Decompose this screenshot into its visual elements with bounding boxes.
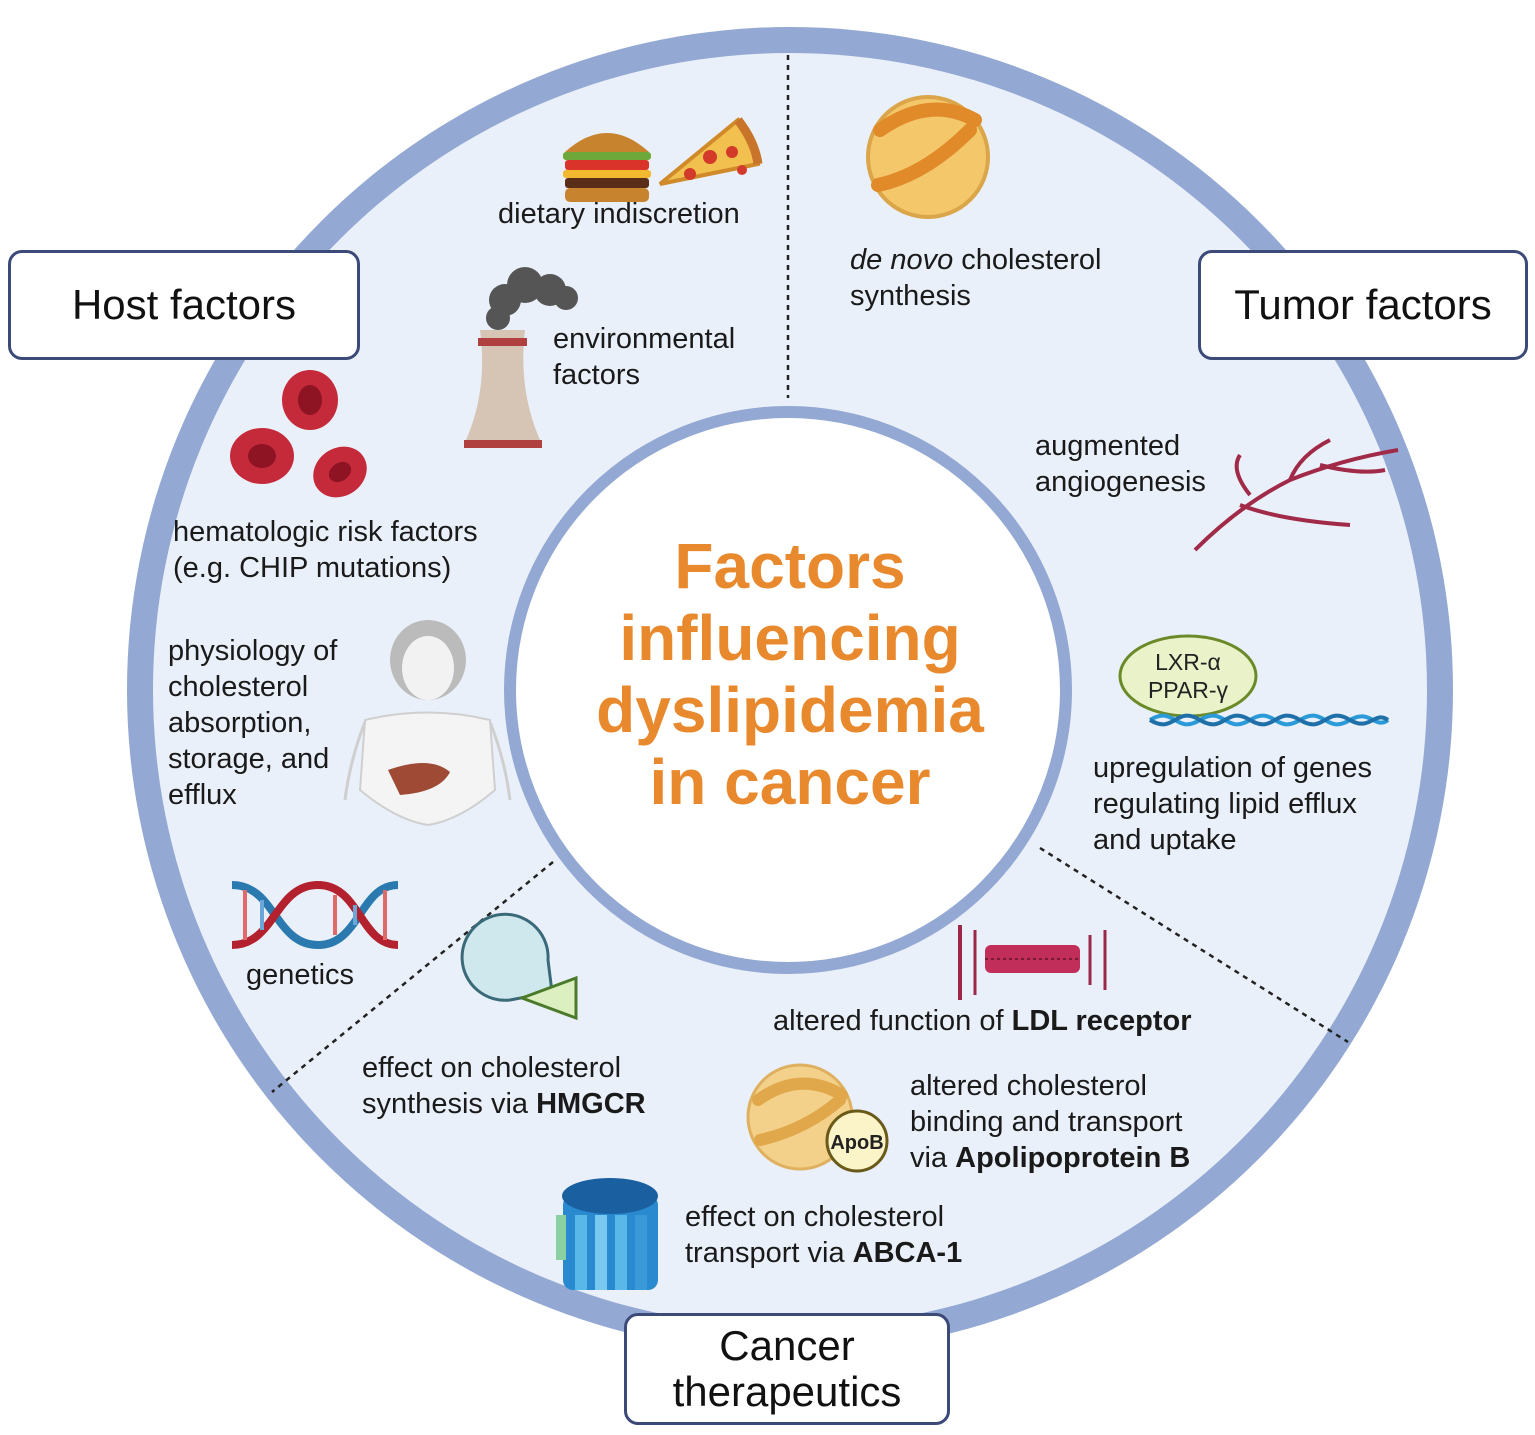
category-tumor-factors: Tumor factors: [1198, 250, 1528, 360]
label-receptors: LXR-α PPAR-γ: [1130, 648, 1246, 704]
human-body-liver-icon: [343, 620, 512, 827]
center-title-line-2: influencing: [619, 602, 961, 674]
abca-transporter-icon: [556, 1178, 658, 1290]
category-host-factors: Host factors: [8, 250, 360, 360]
label-hmgcr-2: synthesis via HMGCR: [362, 1086, 646, 1122]
dna-helix-icon: [231, 880, 399, 950]
enzyme-inhibitor-icon: [460, 912, 578, 1021]
center-circle: [504, 406, 1072, 974]
burger-icon: [563, 133, 651, 202]
label-genes-2: regulating lipid efflux: [1093, 788, 1357, 820]
blood-vessel-icon: [1193, 438, 1399, 552]
category-cancer-therapeutics: Cancer therapeutics: [624, 1313, 950, 1425]
label-apob-bold: Apolipoprotein B: [955, 1142, 1191, 1174]
label-ldl-text: altered function of: [773, 1005, 1012, 1037]
label-hmgcr: effect on cholesterol synthesis via HMGC…: [362, 1050, 646, 1122]
label-hmgcr-text: synthesis via: [362, 1088, 537, 1120]
label-genes: upregulation of genes regulating lipid e…: [1093, 750, 1372, 858]
apob-badge: ApoB: [830, 1132, 883, 1154]
factory-smokestack-icon: [464, 267, 578, 448]
therapeutics-line-1: Cancer: [719, 1322, 855, 1369]
label-environmental-2: factors: [553, 359, 641, 391]
divider-right: [1039, 846, 1349, 1044]
label-environmental: environmental factors: [553, 321, 735, 393]
label-environmental-1: environmental: [553, 323, 736, 355]
label-abca-text: transport via: [685, 1237, 853, 1269]
pizza-icon: [658, 117, 763, 186]
label-physiology-4: storage, and: [168, 743, 330, 775]
label-abca-bold: ABCA-1: [852, 1237, 963, 1269]
label-apob-1: altered cholesterol: [910, 1070, 1147, 1102]
label-ldl: altered function of LDL receptor: [773, 1003, 1192, 1039]
apob-lipoprotein-icon: [746, 1063, 889, 1173]
label-physiology: physiology of cholesterol absorption, st…: [168, 633, 337, 813]
label-receptor-lxr: LXR-α: [1155, 649, 1221, 675]
label-dietary: dietary indiscretion: [498, 198, 740, 230]
label-angiogenesis-1: augmented: [1035, 430, 1181, 462]
label-receptor-ppar: PPAR-γ: [1147, 677, 1229, 703]
label-apob-2: binding and transport: [910, 1106, 1183, 1138]
ldl-receptor-icon: [958, 925, 1107, 1000]
label-angiogenesis-2: angiogenesis: [1035, 466, 1206, 498]
label-physiology-1: physiology of: [168, 635, 338, 667]
therapeutics-line-2: therapeutics: [672, 1368, 902, 1415]
label-de-novo-2: synthesis: [850, 280, 971, 312]
divider-left: [271, 861, 554, 1093]
label-apob-text: via: [910, 1142, 956, 1174]
red-blood-cell-icon: [230, 370, 367, 498]
label-abca-1: effect on cholesterol: [685, 1201, 945, 1233]
label-genes-1: upregulation of genes: [1093, 752, 1372, 784]
center-title: Factors influencing dyslipidemia in canc…: [520, 530, 1060, 818]
label-de-novo-1: de novo cholesterol: [850, 242, 1102, 278]
center-title-line-1: Factors: [674, 530, 906, 602]
label-angiogenesis: augmented angiogenesis: [1035, 428, 1206, 500]
dna-helix-blue-icon: [1148, 713, 1390, 727]
label-de-novo-italic: de novo: [850, 244, 954, 276]
label-apob-3: via Apolipoprotein B: [910, 1140, 1190, 1176]
label-de-novo: de novo cholesterol synthesis: [850, 242, 1102, 314]
label-hematologic-1: hematologic risk factors: [173, 516, 478, 548]
label-physiology-5: efflux: [168, 779, 237, 811]
label-physiology-3: absorption,: [168, 707, 312, 739]
label-apob: altered cholesterol binding and transpor…: [910, 1068, 1190, 1176]
label-genes-3: and uptake: [1093, 824, 1237, 856]
lipoprotein-particle-icon: [866, 95, 990, 219]
label-abca-2: transport via ABCA-1: [685, 1235, 962, 1271]
label-hematologic-2: (e.g. CHIP mutations): [173, 552, 452, 584]
label-de-novo-rest: cholesterol: [953, 244, 1102, 276]
center-title-line-4: in cancer: [649, 746, 931, 818]
label-hematologic: hematologic risk factors (e.g. CHIP muta…: [173, 514, 478, 586]
label-genetics: genetics: [246, 959, 355, 991]
label-hmgcr-bold: HMGCR: [536, 1088, 646, 1120]
center-title-line-3: dyslipidemia: [596, 674, 984, 746]
label-hmgcr-1: effect on cholesterol: [362, 1052, 622, 1084]
label-abca: effect on cholesterol transport via ABCA…: [685, 1199, 962, 1271]
label-ldl-bold: LDL receptor: [1011, 1005, 1192, 1037]
label-physiology-2: cholesterol: [168, 671, 309, 703]
